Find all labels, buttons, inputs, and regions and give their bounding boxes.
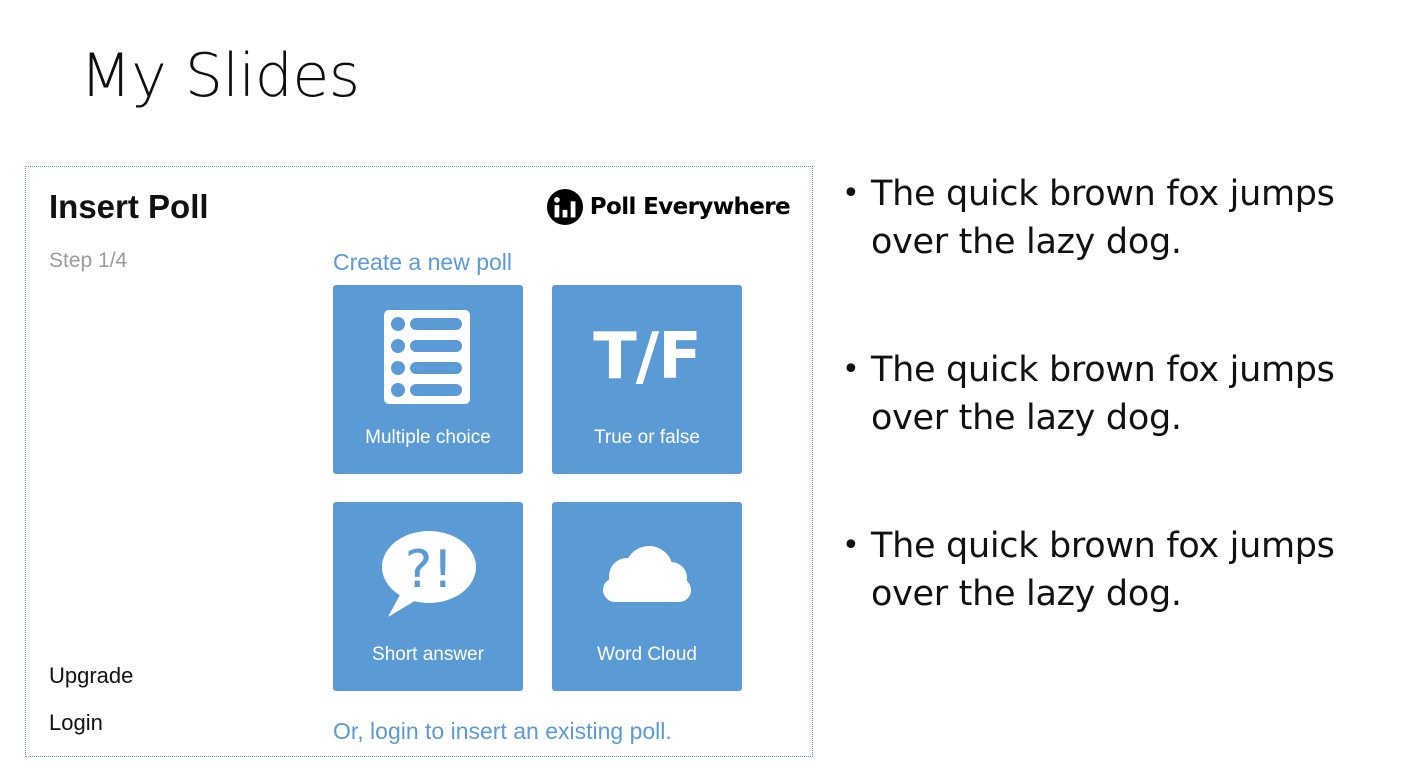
list-icon bbox=[333, 307, 523, 407]
true-false-icon: T/F bbox=[552, 307, 742, 407]
bullet-text: The quick brown fox jumps over the lazy … bbox=[871, 350, 1335, 438]
multiple-choice-tile[interactable]: Multiple choice bbox=[333, 285, 523, 474]
bullet-text: The quick brown fox jumps over the lazy … bbox=[871, 526, 1335, 614]
bullet-item: • The quick brown fox jumps over the laz… bbox=[842, 170, 1402, 266]
bullet-item: • The quick brown fox jumps over the laz… bbox=[842, 346, 1402, 442]
short-answer-tile[interactable]: ?! Short answer bbox=[333, 502, 523, 691]
word-cloud-tile[interactable]: Word Cloud bbox=[552, 502, 742, 691]
insert-existing-poll-link[interactable]: Or, login to insert an existing poll. bbox=[333, 718, 672, 744]
upgrade-link[interactable]: Upgrade bbox=[49, 663, 134, 688]
bullet-symbol: • bbox=[842, 352, 860, 387]
brand-name: Poll Everywhere bbox=[589, 194, 791, 220]
true-false-glyph: T/F bbox=[593, 320, 702, 394]
true-or-false-tile[interactable]: T/F True or false bbox=[552, 285, 742, 474]
bullet-item: • The quick brown fox jumps over the laz… bbox=[842, 522, 1402, 618]
poll-everywhere-logo-icon bbox=[546, 188, 583, 226]
poll-type-grid: Multiple choice T/F True or false ?! Sho… bbox=[333, 285, 743, 691]
tile-label: Multiple choice bbox=[365, 427, 491, 448]
tile-label: True or false bbox=[594, 427, 700, 448]
create-poll-heading: Create a new poll bbox=[333, 249, 512, 275]
speech-bubble-glyph: ?! bbox=[405, 540, 453, 600]
bullet-text: The quick brown fox jumps over the lazy … bbox=[871, 174, 1335, 262]
login-link[interactable]: Login bbox=[49, 710, 103, 735]
bullet-symbol: • bbox=[842, 176, 860, 211]
cloud-icon bbox=[552, 524, 742, 624]
slide-title: My Slides bbox=[80, 41, 360, 111]
bullet-symbol: • bbox=[842, 528, 860, 563]
tile-label: Short answer bbox=[372, 644, 484, 665]
speech-bubble-icon: ?! bbox=[333, 524, 523, 624]
tile-label: Word Cloud bbox=[597, 644, 697, 665]
step-indicator: Step 1/4 bbox=[49, 249, 128, 272]
poll-heading: Insert Poll bbox=[49, 188, 209, 225]
brand-logo: Poll Everywhere bbox=[546, 187, 791, 227]
poll-panel: Insert Poll Poll Everywhere Step 1/4 Cre… bbox=[25, 166, 813, 757]
